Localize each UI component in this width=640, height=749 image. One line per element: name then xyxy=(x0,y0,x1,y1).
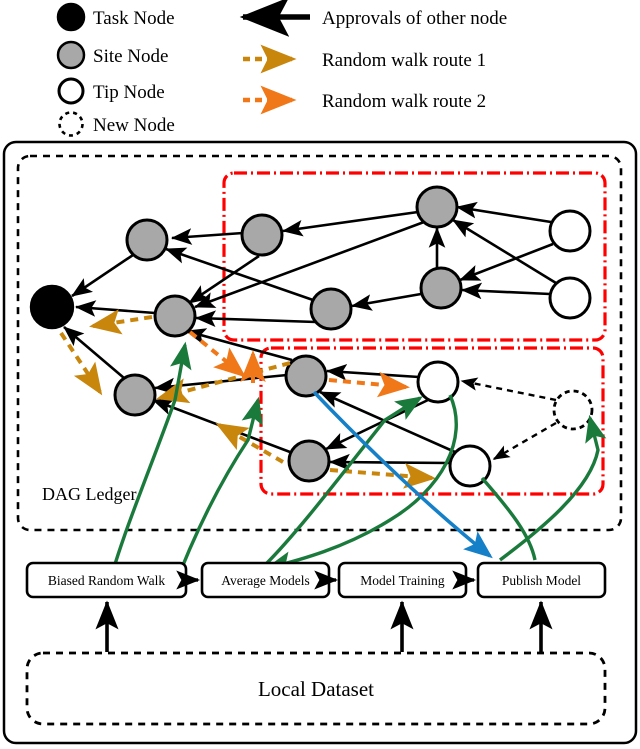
edge-s2-task xyxy=(74,300,156,317)
blue-site8-to-publish xyxy=(312,390,493,559)
edge-p3-s9 xyxy=(325,398,429,451)
green-tip3-down xyxy=(264,394,458,573)
green-publish-to-new xyxy=(498,414,607,562)
route1-seg-task-s3 xyxy=(59,331,103,396)
green-tip4-down xyxy=(480,476,537,561)
legend-task-node-label: Task Node xyxy=(93,8,175,29)
edge-p3-s8 xyxy=(325,363,420,381)
random-walk-route-1 xyxy=(59,309,436,489)
route2-seg-s2-s8 xyxy=(188,330,247,378)
dag-ledger-box xyxy=(16,154,623,532)
pipeline-label-publish-model: Publish Model xyxy=(502,573,581,588)
node-site-5[interactable] xyxy=(415,185,459,229)
dag-nodes xyxy=(29,185,594,488)
edge-p2-s5 xyxy=(452,218,557,285)
edge-s6-s2 xyxy=(194,310,317,327)
node-site-9[interactable] xyxy=(287,439,331,483)
edge-p4-s8 xyxy=(319,390,456,454)
node-site-1[interactable] xyxy=(125,218,169,262)
local-dataset-label: Local Dataset xyxy=(258,677,374,701)
legend-tip-node-label: Tip Node xyxy=(93,82,165,103)
legend-approvals-label: Approvals of other node xyxy=(322,8,507,29)
edge-p4-s9 xyxy=(328,453,451,471)
edge-s3-task xyxy=(63,326,125,379)
edge-p1-s5 xyxy=(455,201,552,224)
edge-p2-s7 xyxy=(460,282,551,300)
dag-ledger-label: DAG Ledger xyxy=(42,484,136,504)
highlight-box-upper xyxy=(222,171,607,342)
outer-frame xyxy=(2,140,638,745)
node-site-4[interactable] xyxy=(240,213,284,257)
legend-new-node-icon xyxy=(58,111,84,137)
node-site-8[interactable] xyxy=(284,354,328,398)
edge-s6-s1 xyxy=(165,247,314,302)
green-flow-edges xyxy=(105,341,607,594)
edge-new-p4 xyxy=(492,421,557,461)
node-tip-1[interactable] xyxy=(548,209,592,253)
pipeline-label-average-models: Average Models xyxy=(221,573,310,588)
node-tip-4[interactable] xyxy=(448,444,492,488)
local-dataset-box xyxy=(25,651,607,726)
node-site-3[interactable] xyxy=(113,373,157,417)
edge-new-p3 xyxy=(460,377,557,402)
node-tip-2[interactable] xyxy=(548,276,592,320)
green-avg-to-tip3 xyxy=(263,396,423,567)
edge-s5-s2 xyxy=(194,220,425,309)
node-site-6[interactable] xyxy=(309,287,353,331)
edge-p1-s7 xyxy=(459,242,554,282)
legend-site-node-icon xyxy=(56,40,86,70)
new-node-edges xyxy=(460,377,557,461)
edge-s8-s2 xyxy=(184,328,293,362)
edge-s4-s1 xyxy=(170,228,244,245)
legend-route1-label: Random walk route 1 xyxy=(322,50,486,71)
random-walk-route-2 xyxy=(188,330,410,398)
pipeline-label-biased-random-walk: Biased Random Walk xyxy=(48,573,165,588)
pipeline-box-publish-model[interactable] xyxy=(476,561,607,599)
route1-seg-s2-task xyxy=(89,309,153,335)
legend: Task Node Site Node Tip Node New Node Ap… xyxy=(56,0,507,137)
legend-task-node-icon xyxy=(56,2,86,32)
route1-seg-s9-p4 xyxy=(329,463,436,489)
edge-s1-task xyxy=(71,253,134,298)
node-site-7[interactable] xyxy=(419,266,463,310)
node-task[interactable] xyxy=(29,284,75,330)
dataset-feed-arrows xyxy=(95,600,553,652)
legend-new-node-label: New Node xyxy=(93,115,175,136)
legend-site-node-label: Site Node xyxy=(93,46,168,67)
route1-seg-s9-mid xyxy=(215,422,285,464)
legend-route2-label: Random walk route 2 xyxy=(322,91,486,112)
pipeline-label-model-training: Model Training xyxy=(360,573,445,588)
edge-s7-s6 xyxy=(350,292,422,311)
node-new[interactable] xyxy=(552,389,594,431)
route2-seg-s8-p3 xyxy=(328,371,410,398)
pipeline-row: Biased Random Walk Average Models Model … xyxy=(25,561,607,599)
node-site-2[interactable] xyxy=(153,294,197,338)
edge-s5-s4 xyxy=(281,210,419,237)
route1-seg-s8-s3 xyxy=(156,361,291,404)
node-tip-3[interactable] xyxy=(416,360,460,404)
legend-tip-node-icon xyxy=(57,77,85,105)
